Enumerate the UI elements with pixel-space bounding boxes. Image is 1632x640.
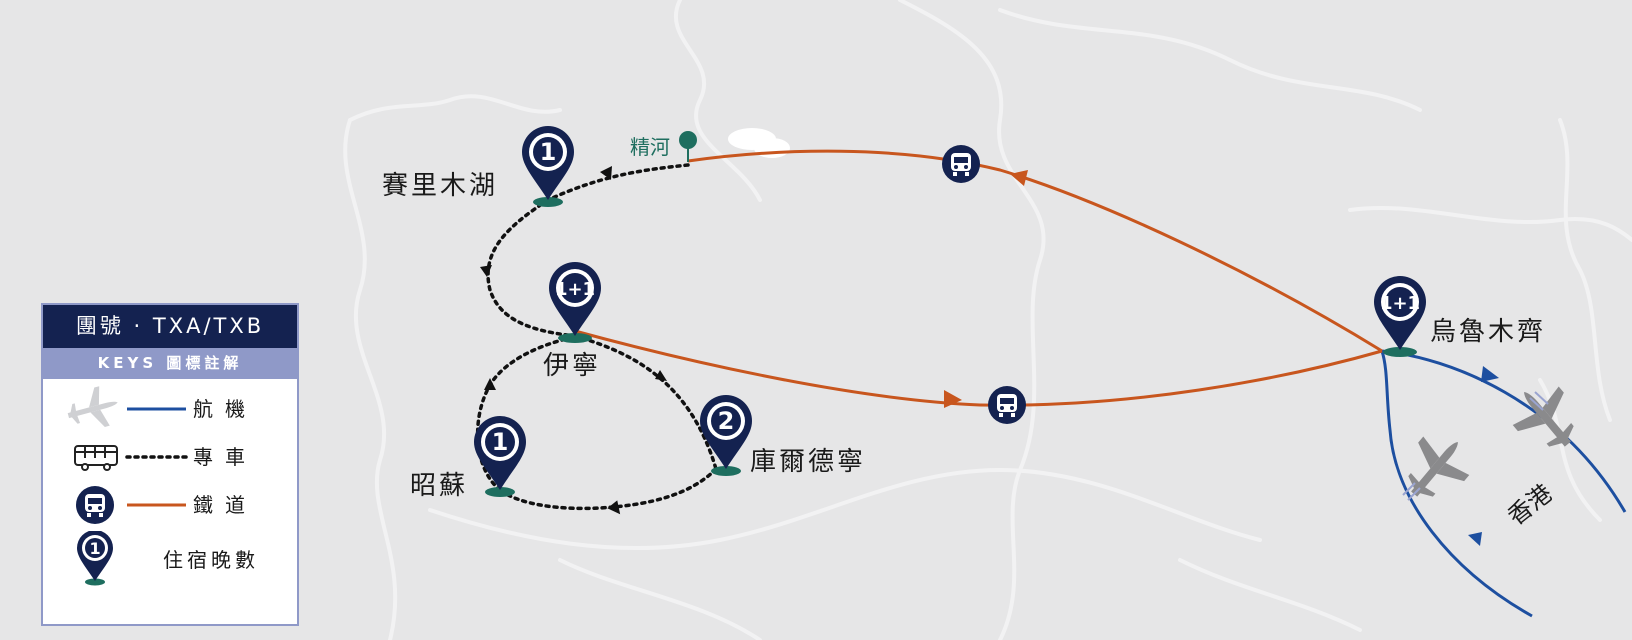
- legend-label-rail: 鐵道: [193, 493, 257, 517]
- legend-graphic-flight: [67, 386, 186, 427]
- rail-arrow-to-urumqi: [944, 390, 962, 408]
- train-icon: [942, 145, 980, 183]
- legend-row-rail: 鐵道: [43, 481, 297, 529]
- stop-pin-kurdening: 2: [700, 395, 752, 476]
- pin-nights: 2: [718, 407, 735, 435]
- pin-nights: 1+1: [1380, 293, 1420, 314]
- stop-label-yining: 伊寧: [543, 351, 601, 381]
- rail-arrow-to-jinghe: [1010, 170, 1028, 186]
- stop-pin-zhaosu: 1: [474, 416, 526, 497]
- pin-nights: 1: [492, 428, 509, 456]
- flight-arrow-outbound: [1481, 366, 1499, 382]
- legend-row-coach: 專車: [43, 433, 297, 481]
- speed-lines: [1402, 391, 1549, 501]
- waypoint-label: 精河: [630, 135, 670, 159]
- legend-graphic-nights: 1: [77, 531, 113, 586]
- terrain-lines: [343, 0, 1632, 640]
- stop-label-kurdening: 庫爾德寧: [750, 447, 866, 477]
- legend-row-flight: 航機: [43, 385, 297, 433]
- airplane-icon: [67, 386, 118, 427]
- coach-arrows: [480, 166, 667, 515]
- pin-nights: 1: [540, 138, 557, 166]
- tree-icon: [679, 131, 697, 162]
- stop-label-sayram-lake: 賽里木湖: [382, 171, 498, 201]
- legend-subtitle: KEYS 圖標註解: [43, 348, 297, 379]
- legend-label-coach: 專車: [193, 445, 257, 469]
- flight-route-inbound: [1380, 350, 1533, 618]
- legend-pin-number: 1: [89, 539, 100, 558]
- stop-label-urumqi: 烏魯木齊: [1430, 317, 1546, 347]
- airplane-icon: [1408, 436, 1470, 497]
- bus-icon: [74, 445, 118, 471]
- origin-label: 香港: [1502, 479, 1557, 531]
- legend-label-flight: 航機: [193, 397, 257, 421]
- stop-label-zhaosu: 昭蘇: [410, 471, 468, 501]
- legend-panel: 團號 · TXA/TXB KEYS 圖標註解 航機: [41, 303, 299, 626]
- legend-row-nights: 1 住宿晚數: [43, 531, 297, 589]
- rail-route-yining-urumqi: [574, 329, 1383, 407]
- legend-title: 團號 · TXA/TXB: [43, 305, 297, 348]
- legend-graphic-coach: [74, 445, 188, 471]
- stop-pin-sayram-lake: 1: [522, 126, 574, 207]
- stop-pin-yining: 1+1: [549, 262, 601, 343]
- train-icon: [988, 386, 1026, 424]
- rail-route-to-jinghe: [687, 149, 1383, 353]
- pin-icon: 1: [77, 531, 113, 586]
- pin-nights: 1+1: [555, 279, 595, 300]
- train-icon: [76, 486, 114, 524]
- stop-pin-urumqi: 1+1: [1374, 276, 1426, 357]
- legend-graphic-rail: [76, 486, 186, 524]
- airplane-icon: [1512, 386, 1574, 447]
- flight-arrow-inbound: [1468, 532, 1482, 546]
- legend-label-nights: 住宿晚數: [163, 548, 259, 572]
